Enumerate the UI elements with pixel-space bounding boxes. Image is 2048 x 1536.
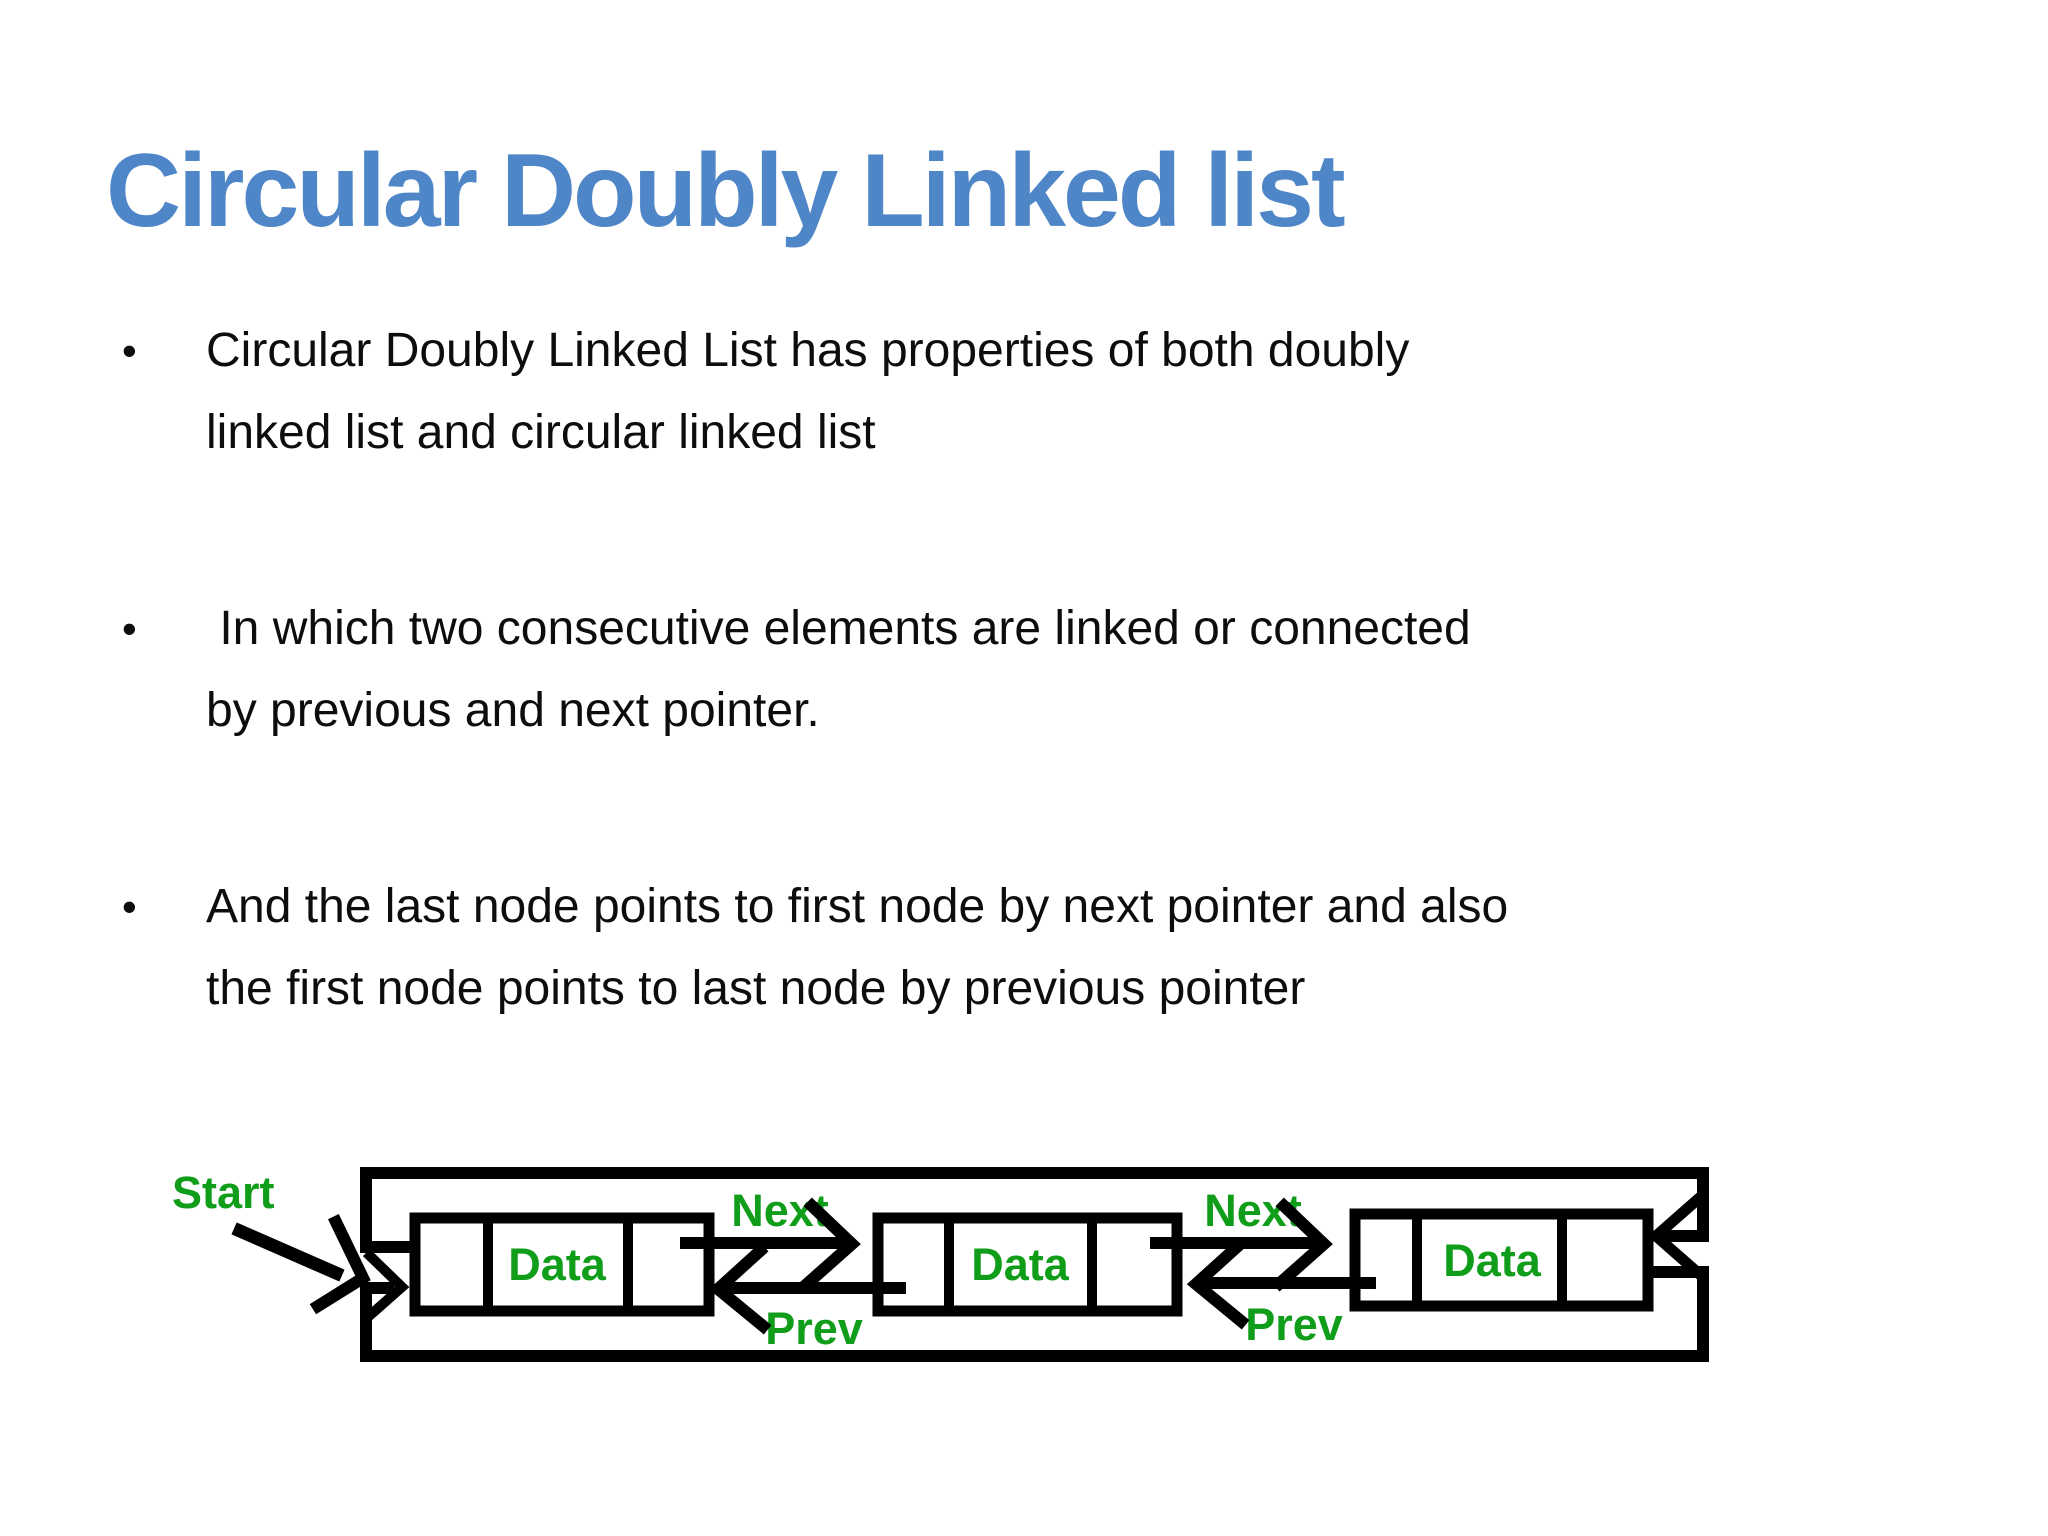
bullet-dot: • [122,883,137,930]
bullet-item: • Circular Doubly Linked List has proper… [122,310,1962,474]
arrowhead-right-icon [1271,1197,1333,1292]
node-2: Data [872,1212,1183,1317]
bullet-text: And the last node points to first node b… [206,880,1509,1015]
arrowhead-right-icon [309,1213,371,1315]
outer-loop-next-link [360,1248,1709,1362]
bullet-item: • And the last node points to first node… [122,866,1962,1030]
arrowhead-left-icon [1186,1237,1250,1330]
next-arrow-1: Next [680,1185,861,1292]
bullet-text: In which two consecutive elements are li… [206,602,1471,737]
bullet-list: • Circular Doubly Linked List has proper… [122,310,1962,1144]
arrowhead-right-icon [799,1197,861,1292]
prev-arrow-2: Prev [1186,1237,1376,1350]
prev-arrow-1: Prev [708,1242,906,1354]
start-pointer: Start [172,1167,371,1315]
node-data-label: Data [1443,1235,1542,1286]
arrowhead-left-icon [708,1242,772,1335]
bullet-dot: • [122,605,137,652]
bullet-item: • In which two consecutive elements are … [122,588,1962,752]
bullet-dot: • [122,327,137,374]
arrowhead-left-icon [1647,1192,1705,1280]
node-1: Data [409,1212,715,1317]
node-data-label: Data [508,1239,607,1290]
prev-label: Prev [1245,1299,1343,1350]
node-3: Data [1349,1208,1654,1312]
bullet-text: Circular Doubly Linked List has properti… [206,324,1410,459]
page-title: Circular Doubly Linked list [106,132,1346,249]
node-data-label: Data [971,1239,1070,1290]
prev-label: Prev [765,1303,863,1354]
arrowhead-right-icon [360,1248,410,1325]
start-label: Start [172,1167,275,1218]
outer-loop-prev-link [360,1167,1709,1280]
